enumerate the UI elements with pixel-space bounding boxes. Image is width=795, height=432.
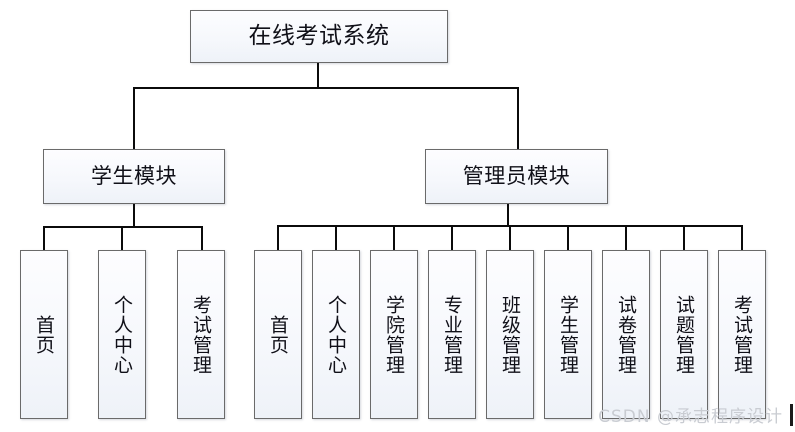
- node-admin-leaf-personal-center: 个人中心: [312, 250, 360, 419]
- node-admin-leaf-student-management-label: 学生管理: [557, 294, 580, 375]
- connector-student-leaf-3: [201, 226, 203, 251]
- node-student-module-label: 学生模块: [91, 163, 177, 188]
- node-admin-module-label: 管理员模块: [462, 163, 571, 188]
- node-admin-leaf-major-management-label: 专业管理: [441, 294, 464, 375]
- node-admin-leaf-question-management: 试题管理: [660, 250, 708, 419]
- connector-student-leaf-1: [43, 226, 45, 251]
- node-student-leaf-home-label: 首页: [33, 314, 56, 355]
- connector-admin-leaf-8: [683, 225, 685, 251]
- node-student-leaf-exam-management: 考试管理: [177, 250, 225, 419]
- connector-student-leaf-2: [121, 226, 123, 251]
- connector-admin-leaf-2: [335, 225, 337, 251]
- node-admin-leaf-class-management-label: 班级管理: [499, 294, 522, 375]
- edge-marker: [790, 404, 793, 426]
- node-admin-leaf-college-management: 学院管理: [370, 250, 418, 419]
- node-student-leaf-exam-management-label: 考试管理: [190, 294, 213, 375]
- watermark-text: CSDN @承志程序设计: [598, 407, 783, 427]
- connector-student-stem: [133, 204, 135, 227]
- node-student-module: 学生模块: [43, 149, 225, 204]
- node-student-leaf-home: 首页: [20, 250, 68, 419]
- connector-root-stem: [317, 63, 319, 88]
- connector-admin-leaf-1: [277, 225, 279, 251]
- connector-student-bus: [43, 226, 203, 228]
- node-admin-leaf-student-management: 学生管理: [544, 250, 592, 419]
- connector-admin-leaf-3: [393, 225, 395, 251]
- node-root: 在线考试系统: [190, 10, 448, 63]
- connector-admin-leaf-7: [625, 225, 627, 251]
- node-admin-leaf-question-management-label: 试题管理: [673, 294, 696, 375]
- node-admin-leaf-major-management: 专业管理: [428, 250, 476, 419]
- node-admin-leaf-personal-center-label: 个人中心: [325, 294, 348, 375]
- node-admin-leaf-exam-management: 考试管理: [718, 250, 766, 419]
- node-admin-leaf-paper-management: 试卷管理: [602, 250, 650, 419]
- connector-to-student-module: [133, 87, 135, 149]
- connector-admin-leaf-9: [741, 225, 743, 251]
- node-student-leaf-personal-center-label: 个人中心: [111, 294, 134, 375]
- node-admin-module: 管理员模块: [425, 149, 608, 204]
- node-student-leaf-personal-center: 个人中心: [98, 250, 146, 419]
- connector-to-admin-module: [517, 87, 519, 149]
- node-admin-leaf-exam-management-label: 考试管理: [731, 294, 754, 375]
- node-admin-leaf-home-label: 首页: [267, 314, 290, 355]
- node-admin-leaf-home: 首页: [254, 250, 302, 419]
- connector-admin-leaf-6: [567, 225, 569, 251]
- node-admin-leaf-college-management-label: 学院管理: [383, 294, 406, 375]
- connector-admin-leaf-4: [451, 225, 453, 251]
- connector-admin-leaf-5: [509, 225, 511, 251]
- connector-level1-bus: [133, 87, 519, 89]
- connector-admin-stem: [507, 204, 509, 227]
- node-admin-leaf-class-management: 班级管理: [486, 250, 534, 419]
- node-root-label: 在线考试系统: [248, 22, 390, 49]
- node-admin-leaf-paper-management-label: 试卷管理: [615, 294, 638, 375]
